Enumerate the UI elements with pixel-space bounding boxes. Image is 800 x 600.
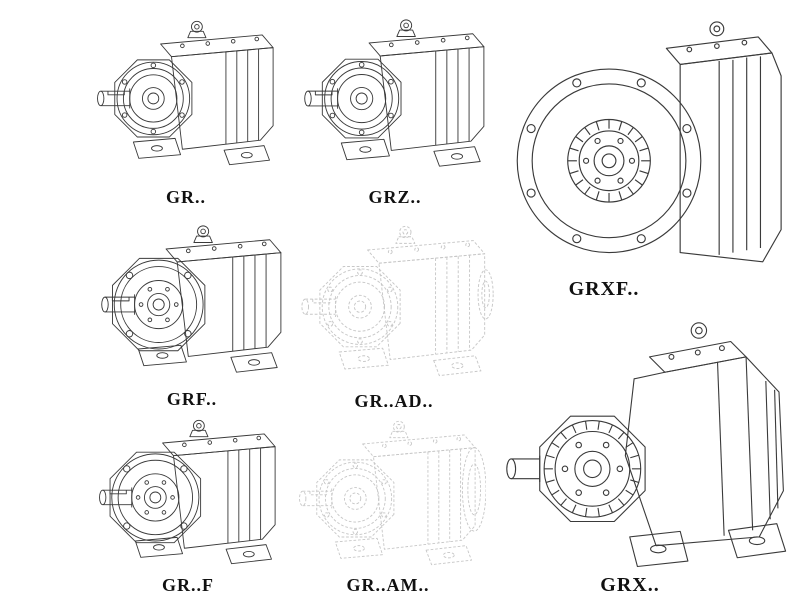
gearbox-drawing-gr-f — [90, 412, 286, 572]
cell-gr-am: GR..AM.. — [290, 414, 486, 598]
cell-grxf: GRXF.. — [492, 2, 788, 302]
gearbox-drawing-grf — [92, 212, 292, 386]
gearbox-drawing-gr-ad — [292, 214, 496, 388]
cell-grx: GRX.. — [494, 302, 794, 598]
gearbox-label-gr-am: GR..AM.. — [346, 575, 430, 595]
gearbox-label-grf: GRF.. — [166, 389, 218, 409]
cell-grf: GRF.. — [92, 212, 292, 412]
gearbox-label-gr-f: GR..F — [162, 575, 214, 595]
cell-gr-f: GR..F — [90, 412, 286, 598]
gearbox-label-grz: GRZ.. — [368, 187, 422, 207]
cell-grz: GRZ.. — [295, 2, 495, 210]
gearbox-drawing-grz — [295, 2, 495, 184]
gearbox-label-grx: GRX.. — [600, 574, 660, 596]
gearbox-label-gr-ad: GR..AD.. — [354, 391, 434, 411]
cell-gr-ad: GR..AD.. — [292, 214, 496, 414]
gearbox-drawing-gr-am — [290, 414, 486, 572]
gearbox-label-gr: GR.. — [166, 187, 206, 207]
gearbox-label-grxf: GRXF.. — [568, 278, 640, 300]
gearbox-drawing-grx — [494, 302, 794, 572]
gearbox-drawing-grxf — [492, 2, 788, 276]
cell-gr: GR.. — [88, 2, 284, 210]
gearbox-drawing-gr — [88, 2, 284, 184]
